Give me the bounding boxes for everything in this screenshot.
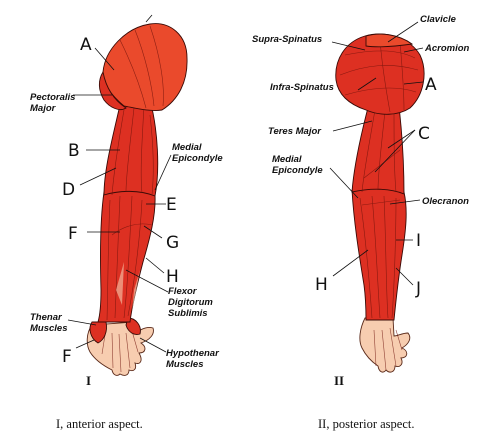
posterior-numeral: II: [334, 373, 344, 388]
flexor-label: Flexor Digitorum Sublimis: [168, 286, 216, 319]
anterior-labels: A Pectoralis Major B D F Medial Epicondy…: [30, 35, 223, 370]
letter-i-posterior: I: [416, 231, 421, 251]
anterior-upper-arm: [103, 99, 159, 197]
anterior-numeral: I: [86, 373, 91, 388]
teres-major-label: Teres Major: [268, 126, 322, 137]
letter-f-anterior: F: [68, 224, 78, 244]
anterior-deltoid: [102, 23, 188, 111]
letter-h-posterior: H: [315, 275, 328, 295]
anterior-medial-epicondyle-label: Medial Epicondyle: [172, 142, 223, 164]
letter-b-anterior: B: [68, 141, 80, 161]
letter-a-anterior: A: [80, 35, 92, 55]
leader-lines: [67, 14, 424, 353]
letter-f2-anterior: F: [62, 347, 72, 367]
acromion-label: Acromion: [424, 43, 470, 54]
anterior-forearm: [97, 189, 156, 323]
anterior-pectoralis: [98, 70, 127, 111]
letter-j-posterior: J: [415, 279, 421, 299]
letter-e-anterior: E: [166, 195, 177, 215]
letter-c-posterior: C: [418, 124, 430, 144]
posterior-medial-epicondyle-label: Medial Epicondyle: [272, 154, 323, 176]
letter-g-anterior: G: [166, 233, 179, 253]
supra-spinatus-label: Supra-Spinatus: [252, 34, 322, 45]
posterior-caption: II, posterior aspect.: [318, 417, 415, 431]
posterior-arm-figure: II: [334, 33, 425, 388]
olecranon-label: Olecranon: [422, 196, 469, 207]
pectoralis-label: Pectoralis Major: [30, 92, 78, 114]
anterior-arm-figure: I: [86, 23, 188, 388]
posterior-shoulder: [335, 33, 425, 115]
hypothenar-label: Hypothenar Muscles: [166, 348, 221, 370]
letter-a-posterior: A: [425, 75, 437, 95]
clavicle-label: Clavicle: [420, 14, 457, 25]
letter-h-anterior: H: [166, 267, 179, 287]
posterior-hand: [359, 317, 411, 373]
posterior-labels: Supra-Spinatus Clavicle Acromion Infra-S…: [252, 14, 470, 299]
anterior-caption: I, anterior aspect.: [56, 417, 143, 431]
letter-d-anterior: D: [62, 180, 75, 200]
infra-spinatus-label: Infra-Spinatus: [270, 82, 334, 93]
thenar-label: Thenar Muscles: [30, 312, 68, 334]
